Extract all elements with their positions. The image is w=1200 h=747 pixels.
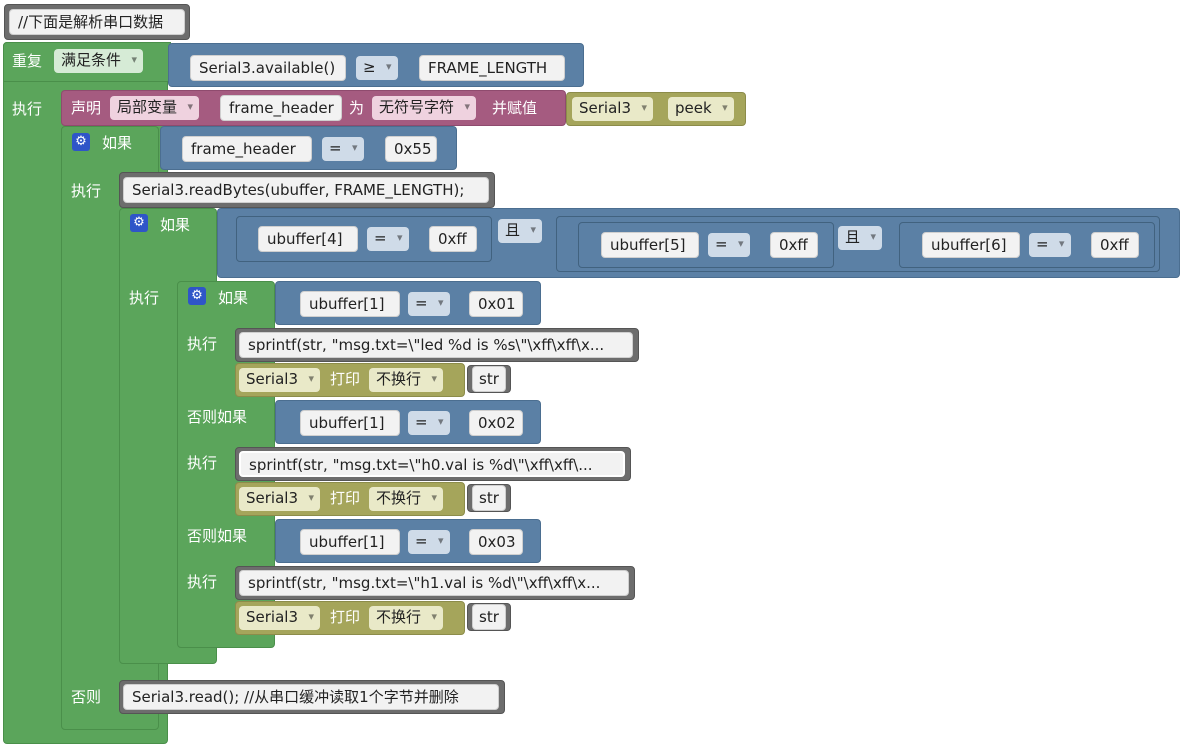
as-label: 为 xyxy=(349,99,365,117)
if3-label: 如果 xyxy=(218,289,249,307)
branch2-print-arg[interactable]: str xyxy=(472,485,506,511)
frame-length-field[interactable]: FRAME_LENGTH xyxy=(419,55,565,81)
if2-c2-op[interactable]: = xyxy=(708,233,750,257)
if2-c3-right[interactable]: 0xff xyxy=(1091,232,1139,258)
branch1-op[interactable]: = xyxy=(408,292,450,316)
declare-label: 声明 xyxy=(71,99,102,117)
compare-op-dropdown[interactable]: ≥ xyxy=(356,56,398,80)
if1-do-label: 执行 xyxy=(71,182,102,200)
if2-c2-left[interactable]: ubuffer[5] xyxy=(601,232,699,258)
branch1-do-label: 执行 xyxy=(187,335,218,353)
if3-gear-icon[interactable]: ⚙ xyxy=(188,287,206,305)
branch1-print-serial[interactable]: Serial3 xyxy=(239,368,320,392)
branch3-print-mode[interactable]: 不换行 xyxy=(369,606,444,630)
branch2-print-mode[interactable]: 不换行 xyxy=(369,487,444,511)
repeat-label: 重复 xyxy=(12,52,43,70)
if2-c3-left[interactable]: ubuffer[6] xyxy=(922,232,1020,258)
if2-c1-left[interactable]: ubuffer[4] xyxy=(258,226,358,252)
branch3-left[interactable]: ubuffer[1] xyxy=(300,529,400,555)
branch2-print-label: 打印 xyxy=(330,489,361,507)
branch3-print-serial[interactable]: Serial3 xyxy=(239,606,320,630)
branch1-right[interactable]: 0x01 xyxy=(469,291,523,317)
if1-else-label: 否则 xyxy=(71,688,102,706)
if1-label: 如果 xyxy=(102,134,133,152)
if2-label: 如果 xyxy=(160,216,191,234)
branch1-print-label: 打印 xyxy=(330,370,361,388)
if2-gear-icon[interactable]: ⚙ xyxy=(130,214,148,232)
branch3-print-label: 打印 xyxy=(330,608,361,626)
if2-and1-dropdown[interactable]: 且 xyxy=(498,219,543,243)
branch2-do-label: 执行 xyxy=(187,454,218,472)
branch1-print-arg[interactable]: str xyxy=(472,366,506,392)
comment-block[interactable]: //下面是解析串口数据 xyxy=(4,4,190,40)
type-dropdown[interactable]: 无符号字符 xyxy=(372,96,477,120)
var-name-field[interactable]: frame_header xyxy=(220,95,342,121)
branch1-print-mode[interactable]: 不换行 xyxy=(369,368,444,392)
if1-left-field[interactable]: frame_header xyxy=(182,136,312,162)
branch3-print-arg[interactable]: str xyxy=(472,604,506,630)
serial-dropdown-peek[interactable]: Serial3 xyxy=(572,97,653,121)
assign-label: 并赋值 xyxy=(492,99,538,117)
branch1-left[interactable]: ubuffer[1] xyxy=(300,291,400,317)
branch2-op[interactable]: = xyxy=(408,411,450,435)
method-dropdown[interactable]: peek xyxy=(668,97,734,121)
if2-do-label: 执行 xyxy=(129,289,160,307)
branch3-op[interactable]: = xyxy=(408,530,450,554)
branch3-elseif-label: 否则如果 xyxy=(187,527,248,545)
repeat-mode-dropdown[interactable]: 满足条件 xyxy=(54,49,144,73)
branch2-elseif-label: 否则如果 xyxy=(187,408,248,426)
if2-c3-op[interactable]: = xyxy=(1029,233,1071,257)
serial-available-field[interactable]: Serial3.available() xyxy=(190,55,346,81)
if2-c1-right[interactable]: 0xff xyxy=(429,226,477,252)
scope-dropdown[interactable]: 局部变量 xyxy=(110,96,200,120)
if1-right-field[interactable]: 0x55 xyxy=(385,136,437,162)
branch3-code[interactable]: sprintf(str, "msg.txt=\"h1.val is %d\"\x… xyxy=(239,570,629,596)
else-code[interactable]: Serial3.read(); //从串口缓冲读取1个字节并删除 xyxy=(123,684,499,710)
branch2-right[interactable]: 0x02 xyxy=(469,410,523,436)
read-bytes-code[interactable]: Serial3.readBytes(ubuffer, FRAME_LENGTH)… xyxy=(123,177,489,203)
if1-gear-icon[interactable]: ⚙ xyxy=(72,133,90,151)
branch3-right[interactable]: 0x03 xyxy=(469,529,523,555)
if2-c2-right[interactable]: 0xff xyxy=(770,232,818,258)
if2-and2-dropdown[interactable]: 且 xyxy=(838,226,883,250)
branch1-code[interactable]: sprintf(str, "msg.txt=\"led %d is %s\"\x… xyxy=(239,332,633,358)
if2-c1-op[interactable]: = xyxy=(367,227,409,251)
if1-op-dropdown[interactable]: = xyxy=(322,137,364,161)
branch3-do-label: 执行 xyxy=(187,573,218,591)
branch2-code[interactable]: sprintf(str, "msg.txt=\"h0.val is %d\"\x… xyxy=(239,451,625,477)
repeat-do-label: 执行 xyxy=(12,100,43,118)
branch2-print-serial[interactable]: Serial3 xyxy=(239,487,320,511)
branch2-left[interactable]: ubuffer[1] xyxy=(300,410,400,436)
comment-text[interactable]: //下面是解析串口数据 xyxy=(9,9,185,35)
